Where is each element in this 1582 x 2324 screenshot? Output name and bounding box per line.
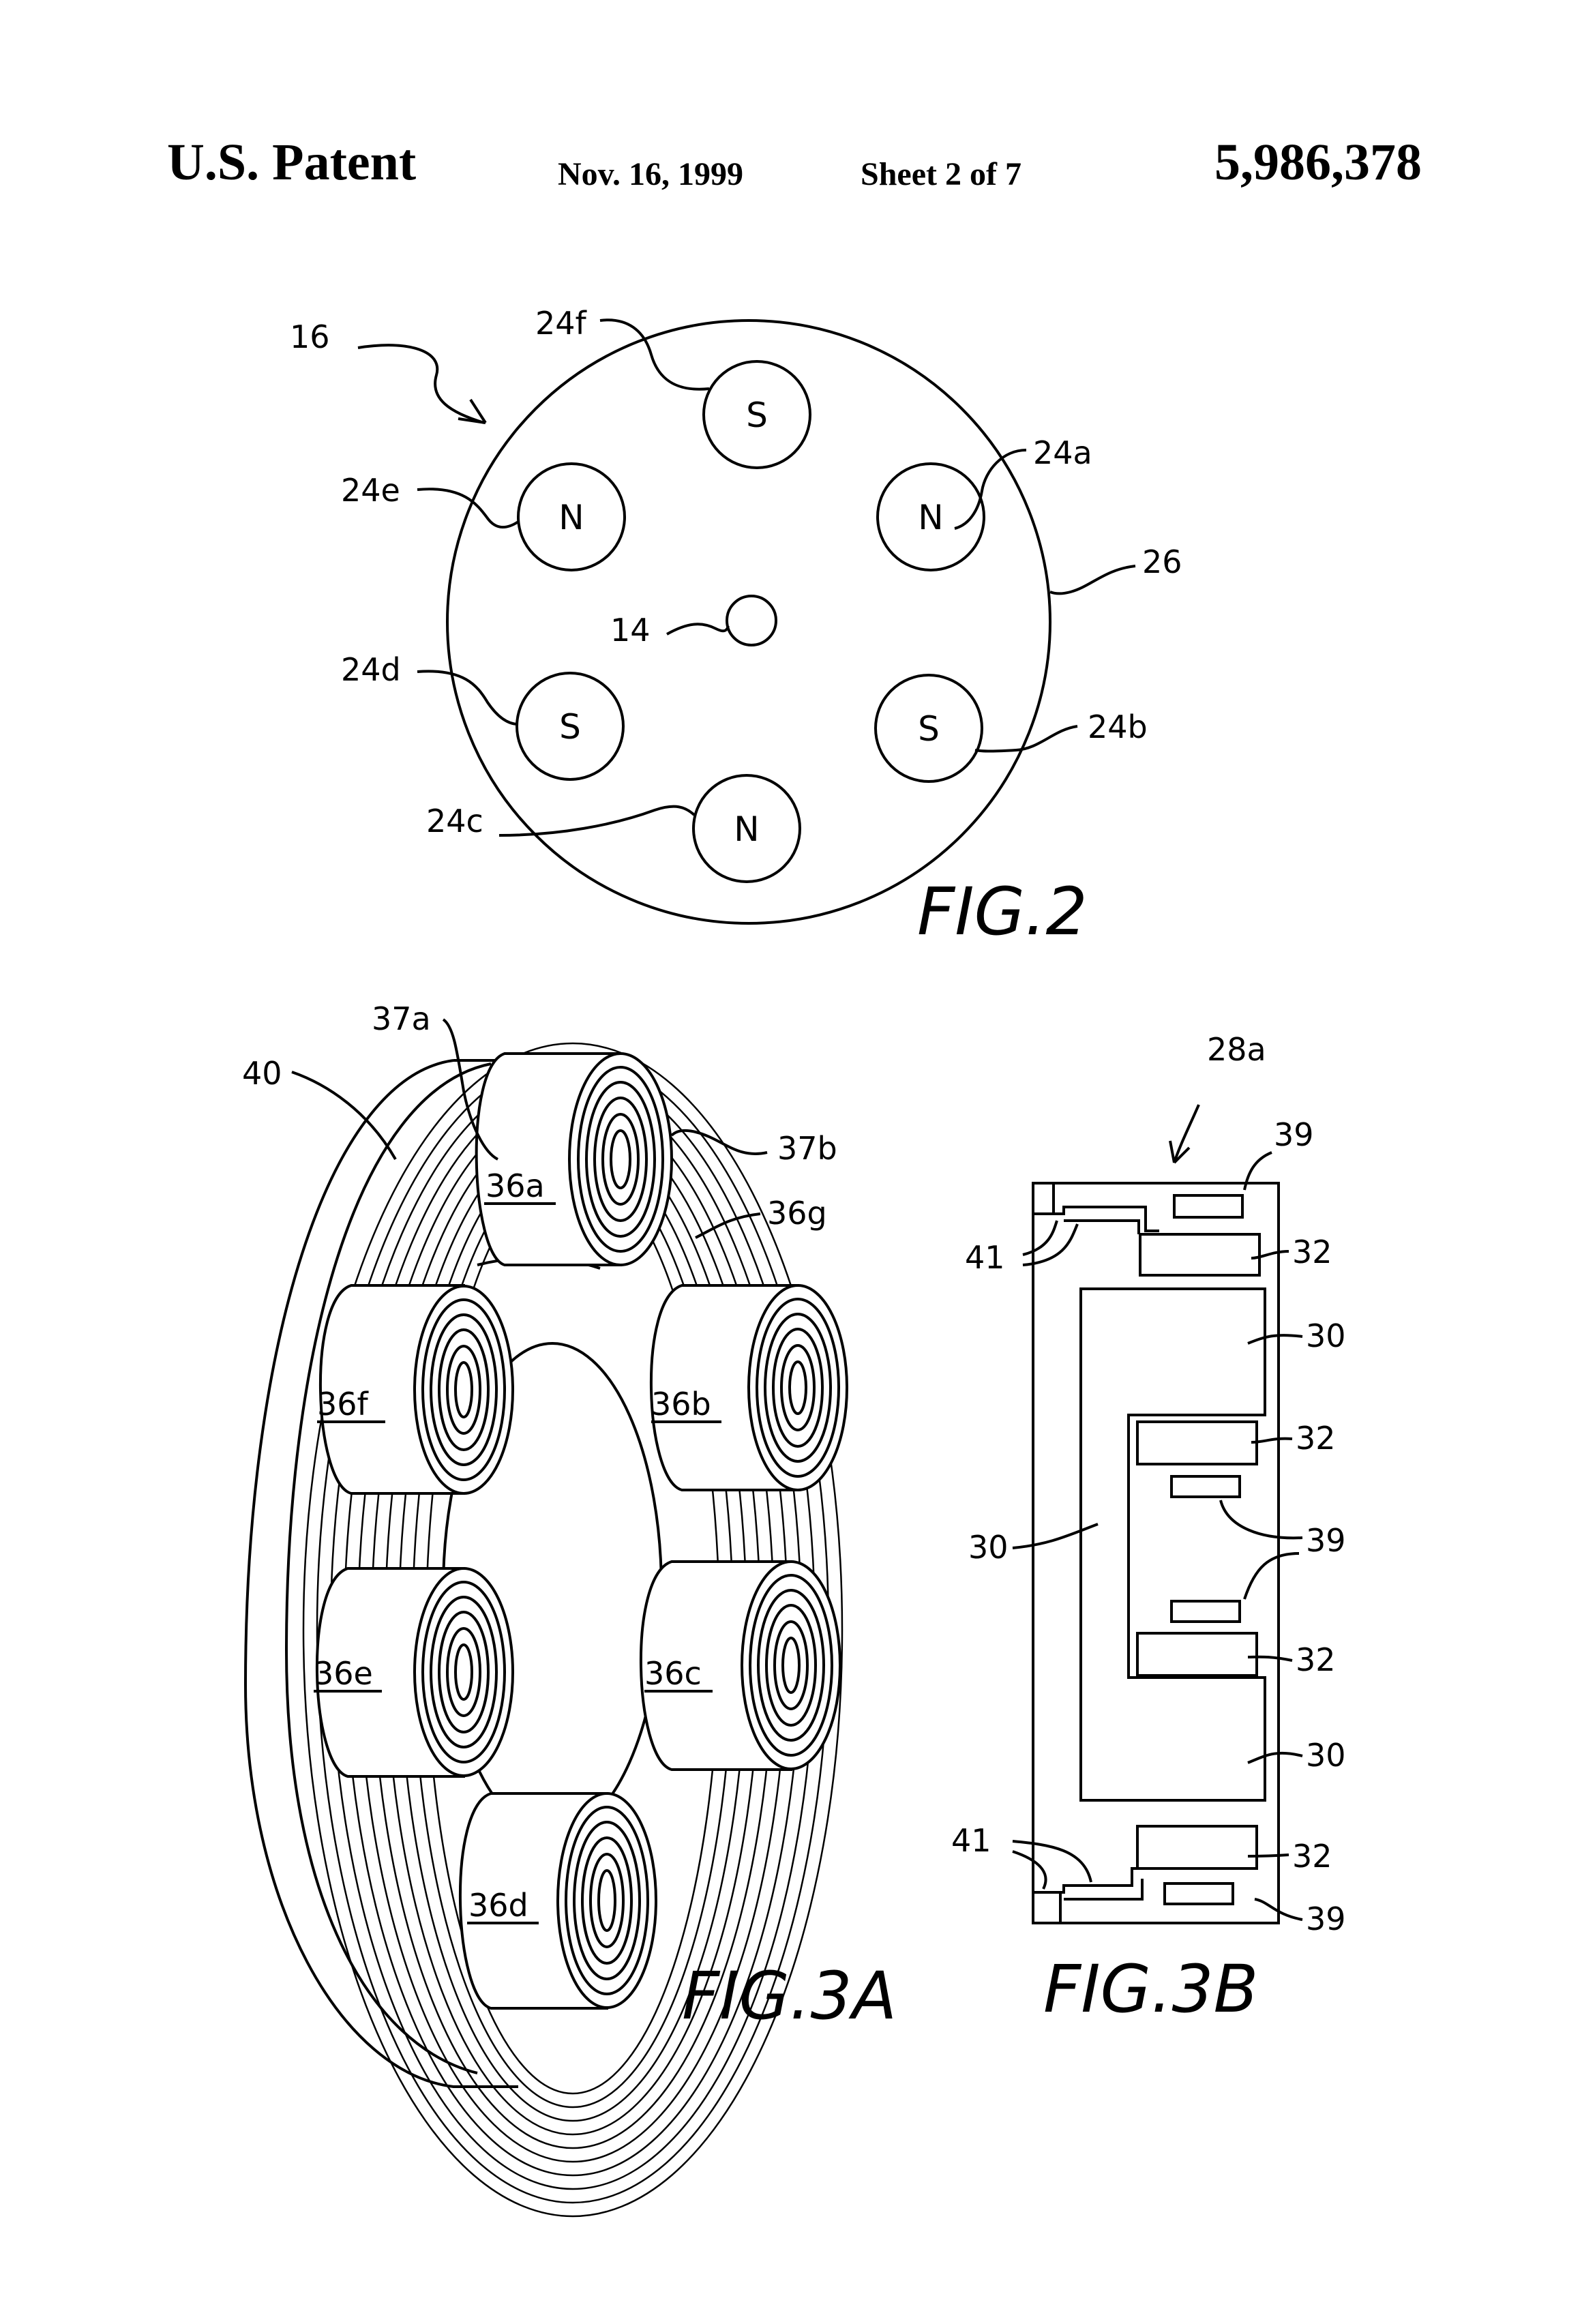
pole-24d: S bbox=[559, 707, 581, 747]
label-30-1: 30 bbox=[1306, 1317, 1346, 1354]
label-36d: 36d bbox=[468, 1887, 528, 1924]
label-41-top: 41 bbox=[965, 1239, 1005, 1276]
label-36c: 36c bbox=[644, 1655, 702, 1692]
caption-fig3a: FIG.3A bbox=[682, 1958, 897, 2034]
label-36a: 36a bbox=[486, 1167, 545, 1204]
label-36e: 36e bbox=[314, 1655, 373, 1692]
label-24a: 24a bbox=[1033, 434, 1092, 471]
label-37a: 37a bbox=[372, 1000, 431, 1037]
label-16: 16 bbox=[290, 318, 330, 355]
pole-24b: S bbox=[918, 709, 940, 749]
label-24f: 24f bbox=[535, 305, 588, 342]
label-24d: 24d bbox=[341, 651, 401, 688]
board-28a bbox=[1033, 1183, 1279, 1923]
label-32-4: 32 bbox=[1292, 1838, 1332, 1875]
label-37b: 37b bbox=[777, 1130, 837, 1167]
label-30-3: 30 bbox=[1306, 1737, 1346, 1774]
caption-fig3b: FIG.3B bbox=[1043, 1951, 1258, 2027]
label-24e: 24e bbox=[341, 472, 400, 509]
label-32-3: 32 bbox=[1296, 1641, 1336, 1678]
shaft-14 bbox=[727, 596, 776, 645]
label-24c: 24c bbox=[426, 803, 483, 839]
label-39-mid1: 39 bbox=[1306, 1522, 1346, 1559]
coil-36a bbox=[477, 1054, 672, 1265]
label-32-1: 32 bbox=[1292, 1234, 1332, 1270]
fig3b-board bbox=[1013, 1105, 1302, 1923]
label-14: 14 bbox=[610, 612, 651, 649]
label-28a: 28a bbox=[1207, 1031, 1266, 1068]
label-30-left: 30 bbox=[968, 1529, 1009, 1566]
label-39-bot: 39 bbox=[1306, 1901, 1346, 1937]
label-24b: 24b bbox=[1088, 709, 1148, 745]
label-36b: 36b bbox=[651, 1386, 711, 1422]
label-26: 26 bbox=[1142, 543, 1182, 580]
caption-fig2: FIG.2 bbox=[917, 874, 1088, 950]
pole-24e: N bbox=[558, 498, 584, 537]
label-36g: 36g bbox=[767, 1195, 827, 1232]
label-36f: 36f bbox=[317, 1386, 370, 1422]
label-40: 40 bbox=[242, 1055, 282, 1092]
label-32-2: 32 bbox=[1296, 1420, 1336, 1457]
pole-24f: S bbox=[746, 396, 768, 435]
fig3a-stator bbox=[245, 1019, 847, 2237]
pole-24a: N bbox=[918, 498, 943, 537]
label-41-bot: 41 bbox=[951, 1822, 991, 1859]
pole-24c: N bbox=[734, 809, 759, 849]
label-39-top: 39 bbox=[1274, 1116, 1314, 1153]
